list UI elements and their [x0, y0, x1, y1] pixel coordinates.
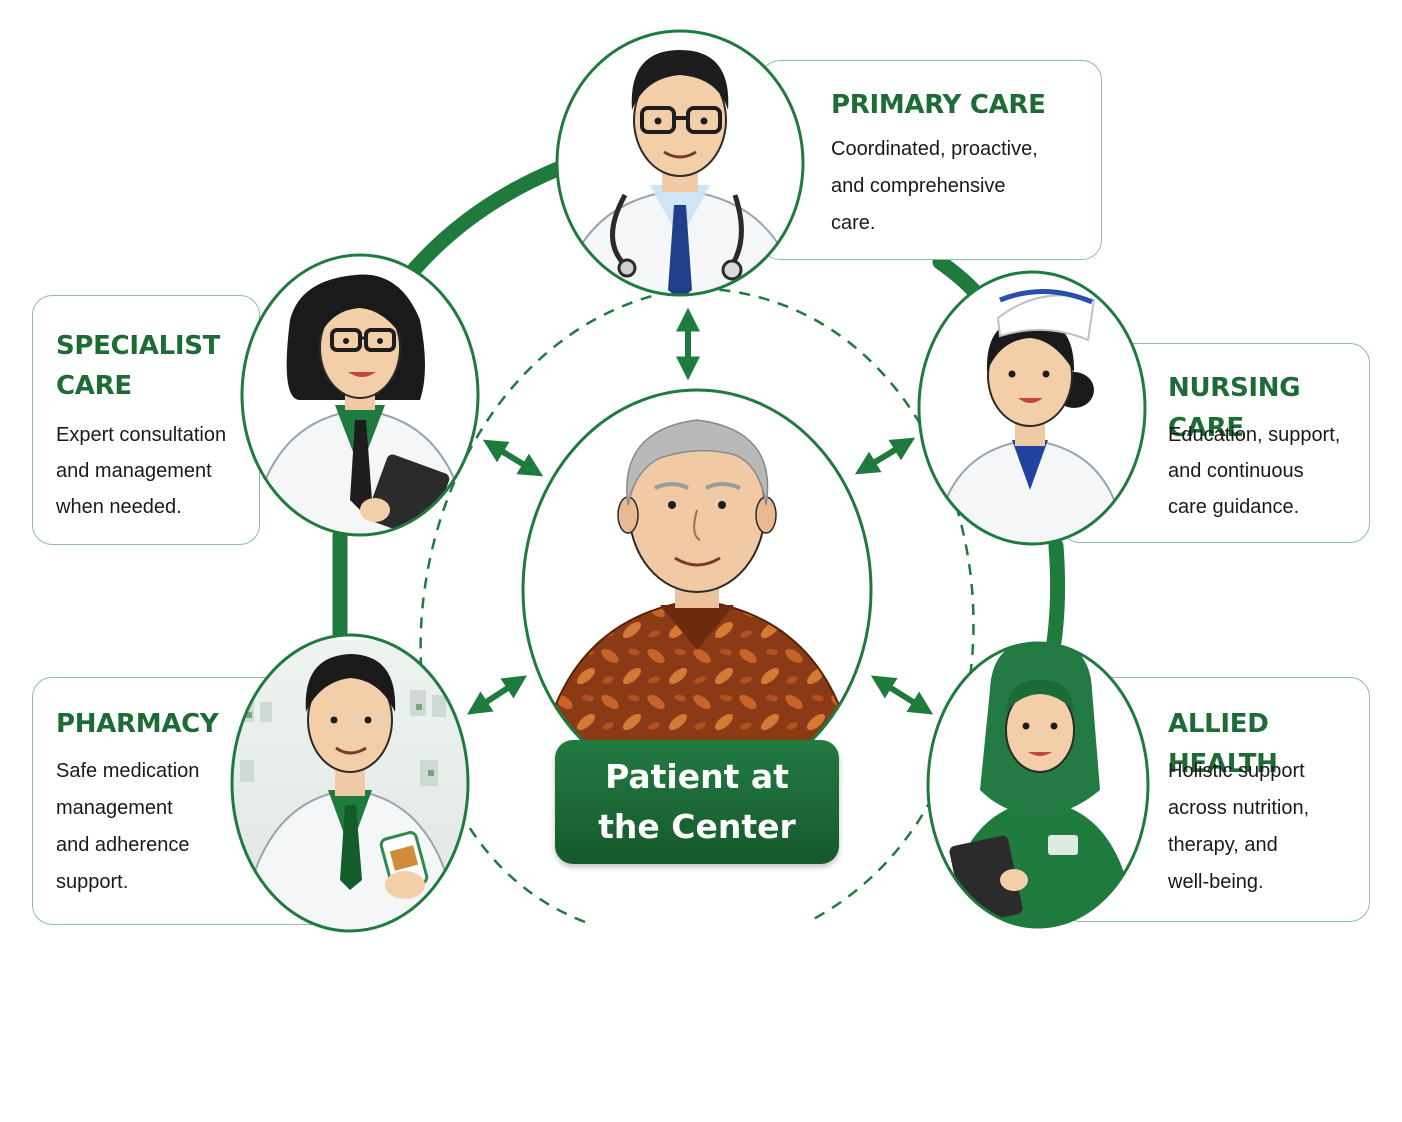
specialist-portrait-icon: [240, 253, 480, 537]
card-description: Holistic support across nutrition, thera…: [1168, 760, 1310, 893]
nurse-portrait-icon: [917, 270, 1147, 546]
doctor-portrait-icon: [555, 29, 805, 297]
arrow-allied: [870, 675, 934, 715]
card-description: Expert consultation and management when …: [56, 424, 227, 518]
card-description: Safe medication management and adherence…: [56, 760, 200, 893]
card-primary-care: PRIMARY CARE Coordinated, proactive, and…: [760, 60, 1102, 260]
card-description: Education, support, and continuous care …: [1168, 424, 1341, 518]
patient-portrait-icon: [521, 388, 873, 792]
card-title: PHARMACY: [56, 709, 219, 739]
card-title: NURSING CARE: [1168, 373, 1301, 443]
arrow-pharmacy: [466, 675, 528, 715]
allied-health-portrait-icon: [926, 641, 1150, 929]
arrow-specialist: [482, 439, 544, 477]
arrow-nursing: [854, 437, 916, 475]
pharmacist-portrait-icon: [230, 633, 470, 933]
patient-center-label: Patient at the Center: [555, 740, 839, 864]
card-title: SPECIALIST CARE: [56, 331, 221, 401]
card-title: PRIMARY CARE: [831, 90, 1046, 120]
card-specialist-care: SPECIALIST CARE Expert consultation and …: [32, 295, 260, 545]
card-title: ALLIED HEALTH: [1168, 709, 1278, 779]
outer-ring: [332, 160, 1066, 650]
connection-arrows: [466, 307, 934, 715]
card-description: Coordinated, proactive, and comprehensiv…: [831, 138, 1038, 234]
